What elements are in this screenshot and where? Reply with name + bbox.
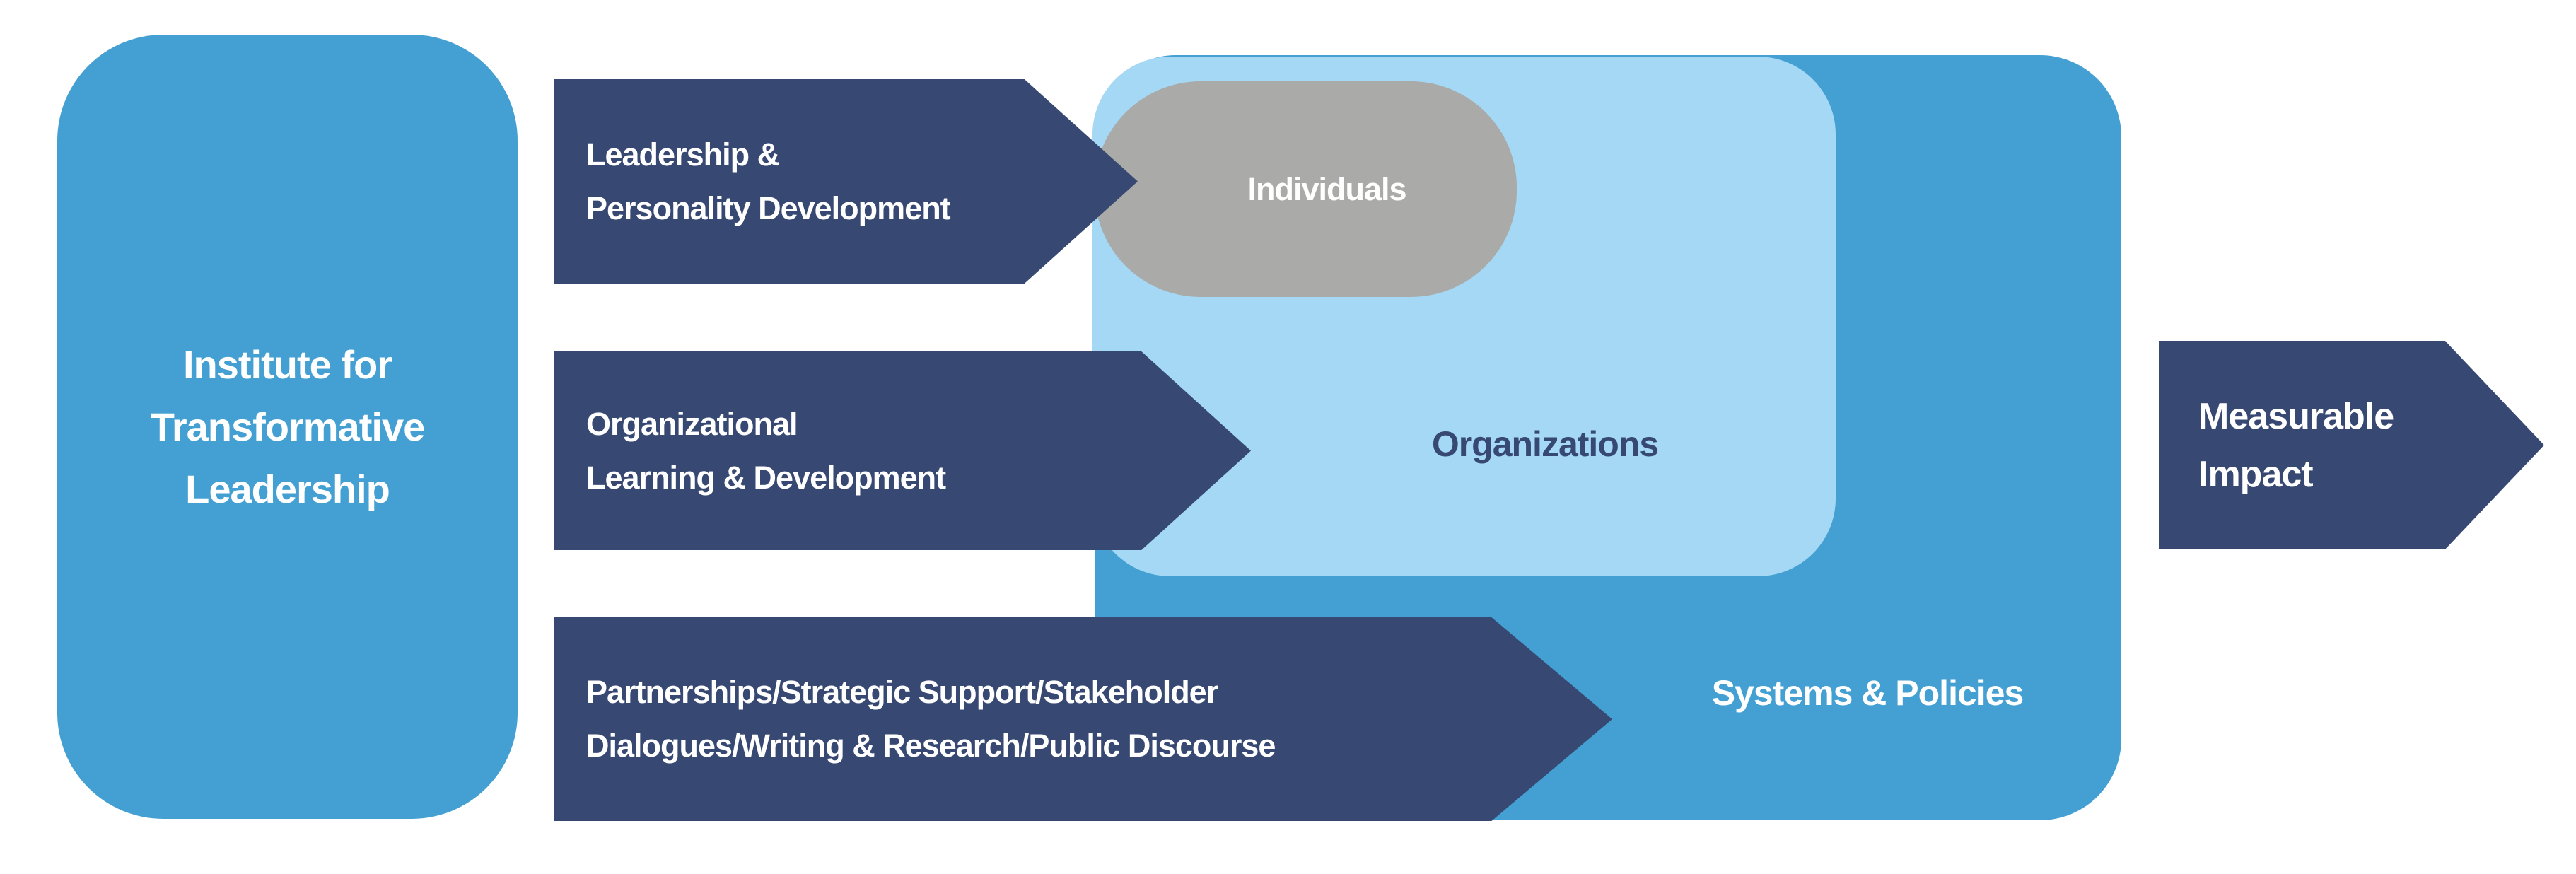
arrow-label-line: Leadership & xyxy=(586,136,780,173)
arrow-label-line: Dialogues/Writing & Research/Public Disc… xyxy=(586,728,1276,764)
individuals-label: Individuals xyxy=(1247,170,1406,207)
institute-title-line: Transformative xyxy=(150,404,425,449)
arrow-label-line: Partnerships/Strategic Support/Stakehold… xyxy=(586,674,1218,710)
arrow-label-line: Organizational xyxy=(586,405,798,442)
arrow-partnerships-dialogues: Partnerships/Strategic Support/Stakehold… xyxy=(554,617,1612,821)
arrow-label-line: Measurable xyxy=(2198,395,2394,437)
arrow-label-line: Impact xyxy=(2198,453,2314,495)
arrow-label-line: Personality Development xyxy=(586,190,951,226)
arrow-label-line: Learning & Development xyxy=(586,459,946,496)
institute-title-line: Leadership xyxy=(185,466,390,511)
individuals-pill: Individuals xyxy=(1095,81,1517,297)
institute-title-line: Institute for xyxy=(183,342,392,387)
arrow-leadership-personality-development: Leadership & Personality Development xyxy=(554,79,1138,284)
arrow-measurable-impact: Measurable Impact xyxy=(2159,341,2544,549)
arrow-organizational-learning-development: Organizational Learning & Development xyxy=(554,351,1251,550)
systems-policies-label: Systems & Policies xyxy=(1711,673,2024,713)
institute-box: Institute for Transformative Leadership xyxy=(57,35,518,819)
organizations-label: Organizations xyxy=(1431,424,1659,464)
